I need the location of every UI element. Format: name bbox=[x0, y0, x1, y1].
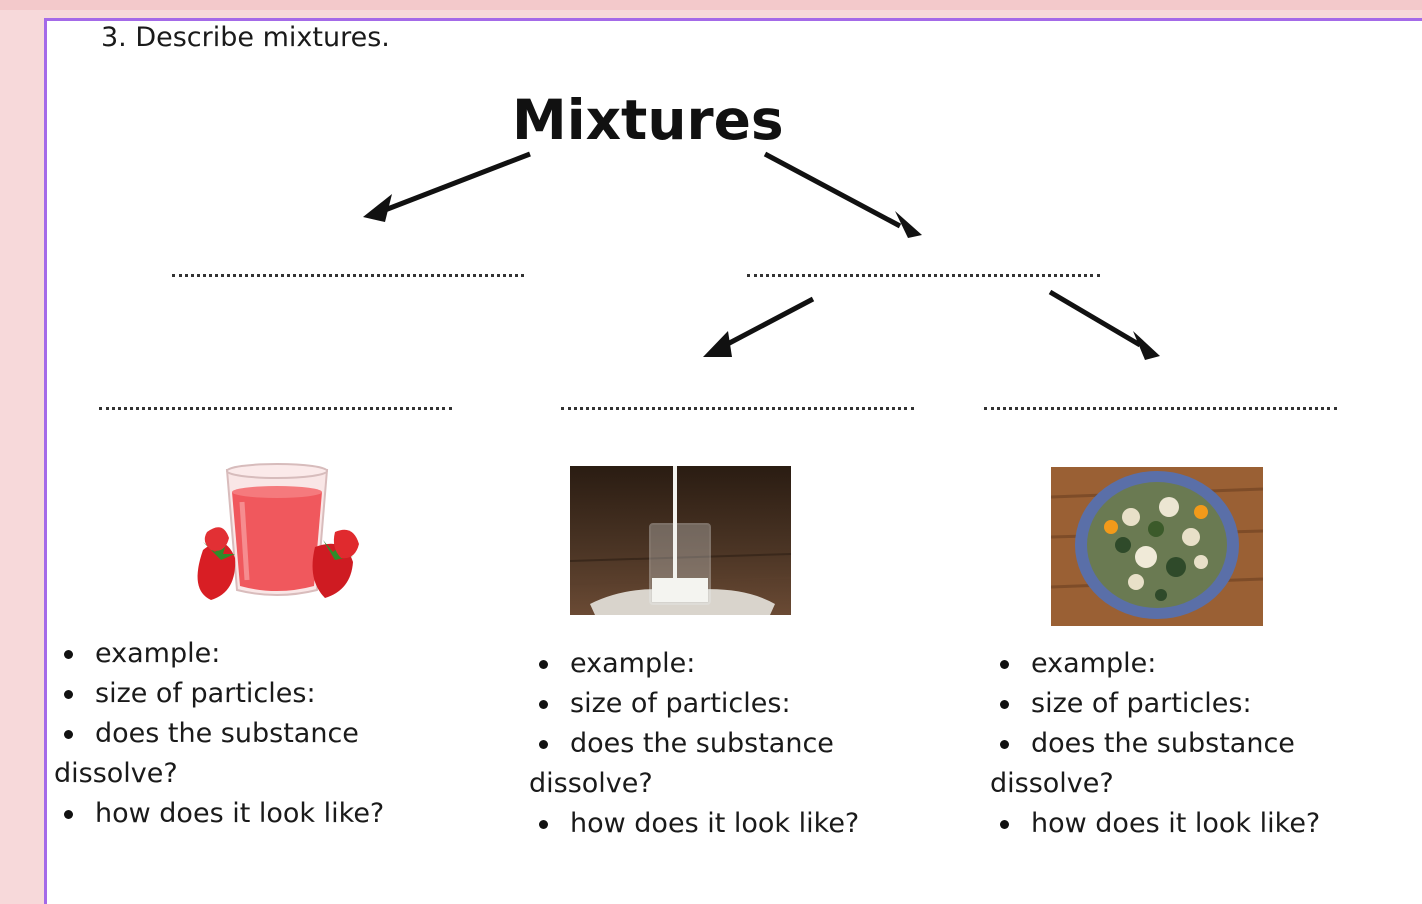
bullet-list-3: example: size of particles: does the sub… bbox=[990, 644, 1320, 844]
bullet-icon bbox=[539, 659, 548, 669]
arrow-left-bottom bbox=[703, 296, 815, 357]
strawberry-juice-image bbox=[185, 462, 365, 607]
blank-line-bottom-2[interactable] bbox=[561, 407, 914, 410]
list-item: size of particles: bbox=[990, 684, 1320, 724]
worksheet bbox=[44, 18, 1422, 904]
list-item-continuation: dissolve? bbox=[54, 758, 178, 789]
bullet-list-2: example: size of particles: does the sub… bbox=[529, 644, 859, 844]
bullet-icon bbox=[539, 819, 548, 829]
bullet-icon bbox=[64, 809, 73, 819]
bullet-icon bbox=[1000, 699, 1009, 709]
list-item: how does it look like? bbox=[54, 794, 384, 834]
diagram-title: Mixtures bbox=[512, 88, 784, 152]
bullet-icon bbox=[1000, 739, 1009, 749]
list-item: does the substance bbox=[54, 714, 384, 754]
list-item: how does it look like? bbox=[529, 804, 859, 844]
list-item: does the substance bbox=[990, 724, 1320, 764]
arrow-right-top bbox=[763, 151, 922, 238]
milk-glass-image bbox=[570, 466, 791, 615]
question-text: 3. Describe mixtures. bbox=[101, 22, 390, 53]
bullet-icon bbox=[1000, 659, 1009, 669]
list-item: how does it look like? bbox=[990, 804, 1320, 844]
arrow-right-bottom bbox=[1048, 289, 1160, 360]
list-item-continuation: dissolve? bbox=[990, 768, 1114, 799]
bullet-list-1: example: size of particles: does the sub… bbox=[54, 634, 384, 834]
page-background bbox=[0, 0, 1422, 10]
list-item: example: bbox=[54, 634, 384, 674]
bullet-icon bbox=[1000, 819, 1009, 829]
bullet-icon bbox=[64, 689, 73, 699]
list-item-continuation: dissolve? bbox=[529, 768, 653, 799]
blank-line-top-right[interactable] bbox=[747, 274, 1100, 277]
list-item: size of particles: bbox=[54, 674, 384, 714]
blank-line-bottom-3[interactable] bbox=[984, 407, 1337, 410]
list-item: example: bbox=[529, 644, 859, 684]
vegetable-soup-image bbox=[1051, 467, 1263, 626]
list-item: does the substance bbox=[529, 724, 859, 764]
bullet-icon bbox=[64, 729, 73, 739]
list-item: size of particles: bbox=[529, 684, 859, 724]
bullet-icon bbox=[539, 739, 548, 749]
bullet-icon bbox=[64, 649, 73, 659]
list-item: example: bbox=[990, 644, 1320, 684]
blank-line-bottom-1[interactable] bbox=[99, 407, 452, 410]
arrow-left-top bbox=[363, 151, 531, 222]
blank-line-top-left[interactable] bbox=[172, 274, 524, 277]
bullet-icon bbox=[539, 699, 548, 709]
